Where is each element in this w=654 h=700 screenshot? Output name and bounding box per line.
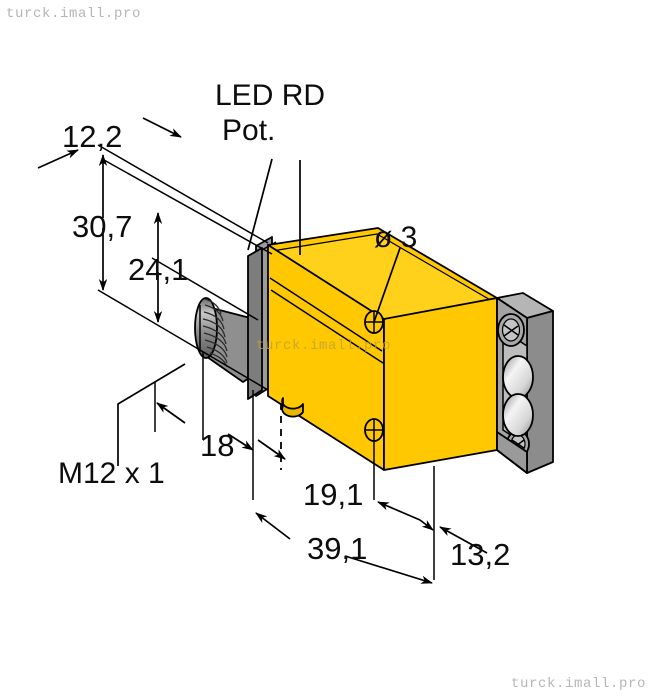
leader-led-rd: [247, 158, 273, 251]
drawing-text-layer: LED RD Pot. ø 3 M12 x 1 12,2 30,7 24,1 1…: [58, 79, 510, 572]
dimension-lines: [37, 117, 488, 584]
dimension-12-2: 12,2: [62, 119, 122, 154]
dimension-19-1: 19,1: [303, 477, 363, 512]
upper-lens: [502, 355, 534, 399]
upper-screw: [497, 313, 525, 347]
housing-bottom-boss: [281, 397, 304, 418]
gray-optics-head: [496, 292, 554, 474]
callout-led-rd: LED RD: [215, 79, 325, 112]
dimension-18: 18: [200, 428, 234, 463]
lower-mounting-hole: [364, 418, 384, 442]
callout-thread-m12: M12 x 1: [58, 457, 165, 490]
leader-m12: [117, 363, 186, 466]
dimension-13-2: 13,2: [450, 537, 510, 572]
callout-pot: Pot.: [222, 114, 275, 147]
leader-diameter-3: [373, 247, 401, 323]
sensor-part-geometry: [194, 227, 554, 474]
dimension-30-7: 30,7: [72, 209, 132, 244]
lower-lens: [502, 393, 534, 437]
dimension-24-1: 24,1: [128, 252, 188, 287]
housing-side-face: [383, 297, 498, 471]
callout-diameter-3: ø 3: [374, 221, 417, 254]
m12-threaded-connector: [194, 297, 259, 383]
dimension-39-1: 39,1: [307, 531, 367, 566]
